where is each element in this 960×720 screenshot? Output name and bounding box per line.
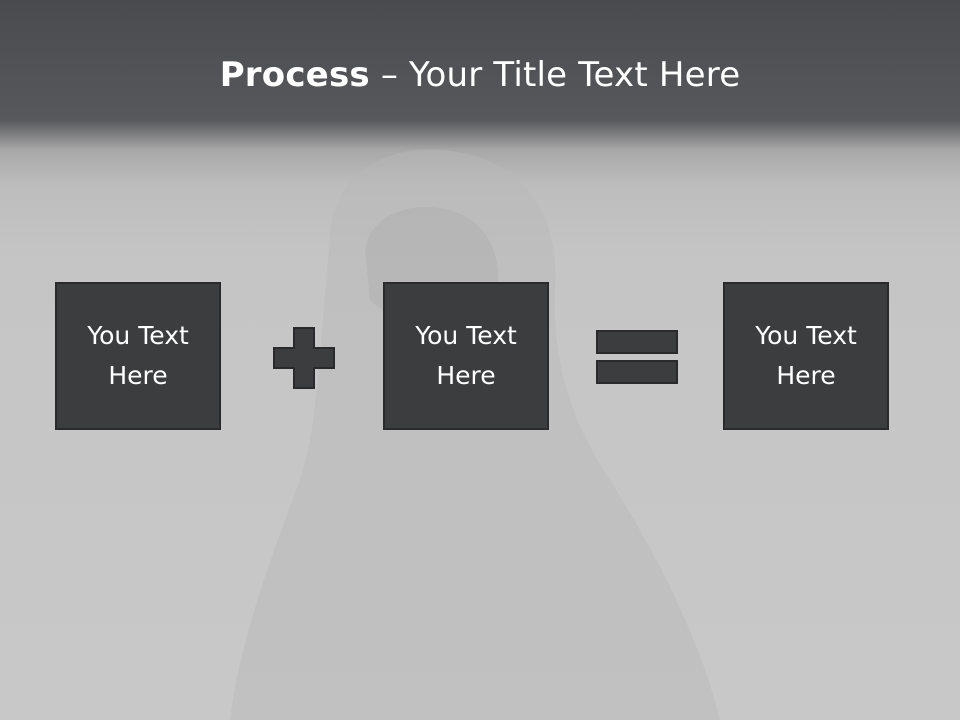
process-box-label: You Text Here (755, 321, 857, 390)
plus-icon (273, 327, 335, 389)
process-box-label: You Text Here (87, 321, 189, 390)
process-box-3: You Text Here (723, 282, 889, 430)
title-rest: – Your Title Text Here (369, 55, 741, 95)
page-title: Process – Your Title Text Here (0, 52, 960, 98)
title-bold: Process (219, 55, 370, 95)
process-box-2: You Text Here (383, 282, 549, 430)
process-box-label: You Text Here (415, 321, 517, 390)
process-box-1: You Text Here (55, 282, 221, 430)
equals-icon (596, 330, 678, 384)
